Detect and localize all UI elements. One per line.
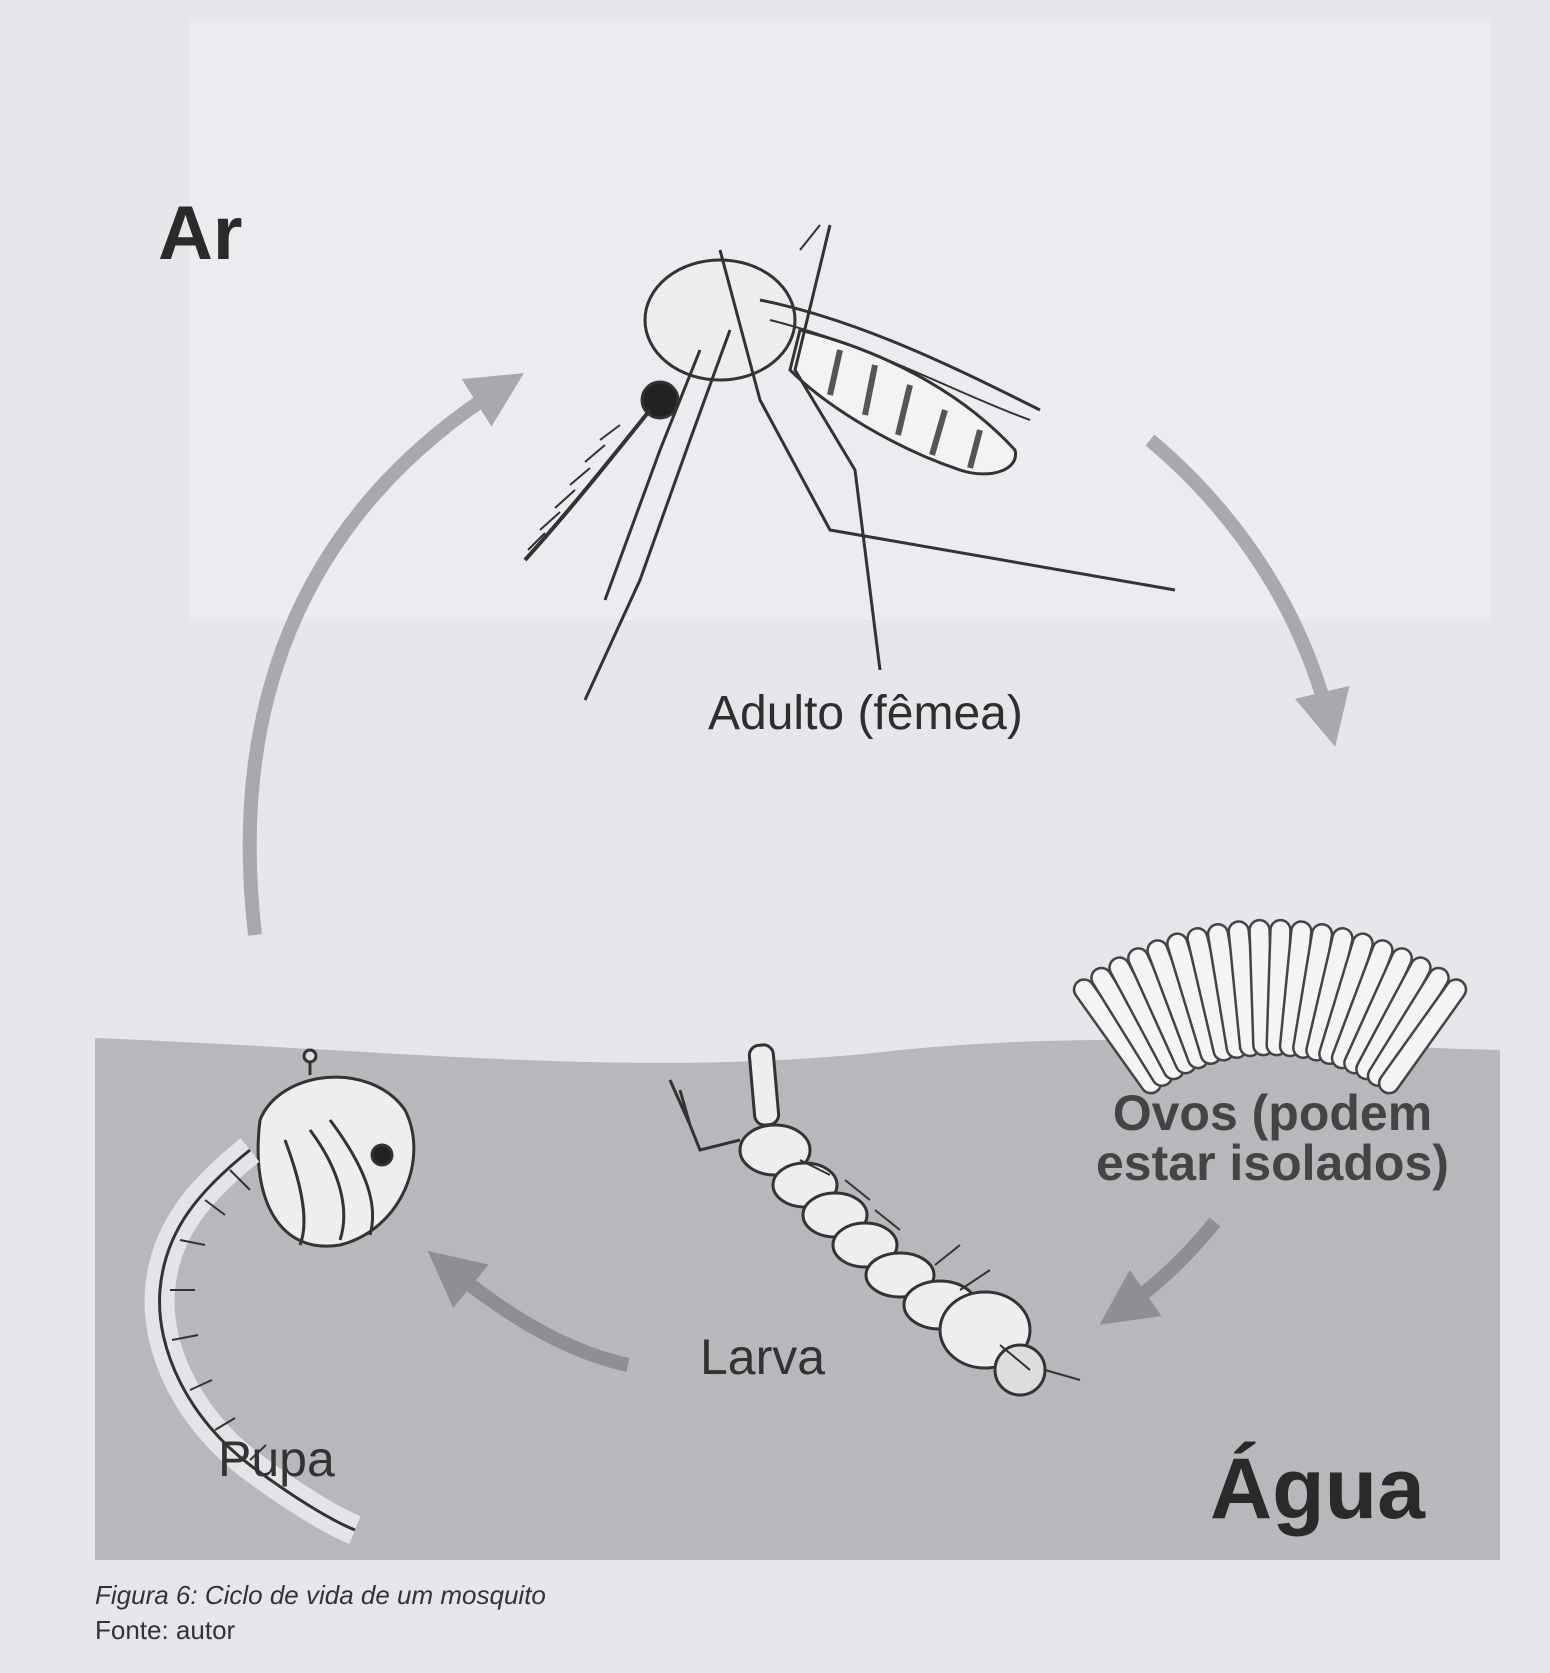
pupa-label: Pupa — [218, 1430, 335, 1488]
eggs-label-line2: estar isolados) — [1096, 1135, 1449, 1191]
larva-label: Larva — [700, 1328, 825, 1386]
caption-source: Fonte: autor — [95, 1615, 546, 1646]
figure-caption: Figura 6: Ciclo de vida de um mosquito F… — [95, 1580, 546, 1646]
air-label: Ar — [158, 190, 242, 277]
eggs-label-line1: Ovos (podem — [1113, 1085, 1432, 1141]
caption-title: Figura 6: Ciclo de vida de um mosquito — [95, 1580, 546, 1611]
eggs-label: Ovos (podem estar isolados) — [1096, 1088, 1449, 1188]
background-panel — [190, 20, 1490, 620]
water-label: Água — [1210, 1440, 1425, 1539]
adult-label: Adulto (fêmea) — [708, 686, 1023, 741]
